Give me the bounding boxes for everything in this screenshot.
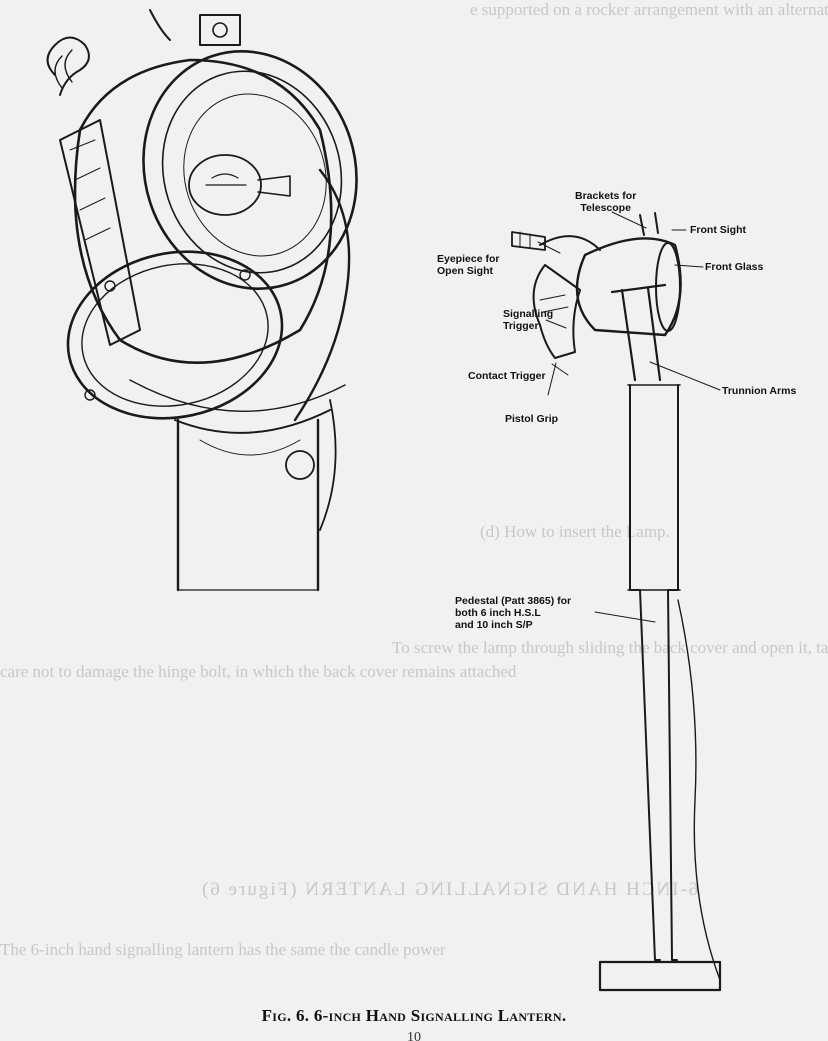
label-trunnion-arms: Trunnion Arms	[722, 385, 797, 397]
label-pistol-grip: Pistol Grip	[505, 413, 559, 425]
reflector-outer	[142, 50, 358, 290]
figure-caption: Fig. 6. 6-inch Hand Signalling Lantern.	[261, 1006, 567, 1025]
lamp-bulb	[188, 154, 262, 216]
pedestal-lantern-head	[575, 237, 682, 337]
lantern-closeup	[46, 9, 358, 592]
page-number: 10	[407, 1030, 421, 1041]
closeup-pedestal	[176, 418, 320, 592]
pedestal-column	[629, 384, 679, 961]
callout-leaders	[537, 211, 721, 623]
lantern-on-pedestal	[511, 212, 722, 992]
pedestal-base	[598, 960, 722, 992]
label-signalling-trigger: Signalling Trigger	[503, 308, 554, 332]
label-contact-trigger: Contact Trigger	[468, 370, 546, 382]
label-brackets-for-telescope: Brackets for Telescope	[575, 190, 637, 214]
label-front-glass: Front Glass	[705, 261, 764, 273]
label-front-sight: Front Sight	[690, 224, 746, 236]
label-pedestal: Pedestal (Patt 3865) for both 6 inch H.S…	[455, 595, 572, 631]
label-eyepiece-open-sight: Eyepiece for Open Sight	[437, 253, 500, 277]
front-glass-ring	[66, 250, 284, 420]
lantern-body	[73, 58, 333, 365]
pistol-grip	[532, 264, 581, 359]
